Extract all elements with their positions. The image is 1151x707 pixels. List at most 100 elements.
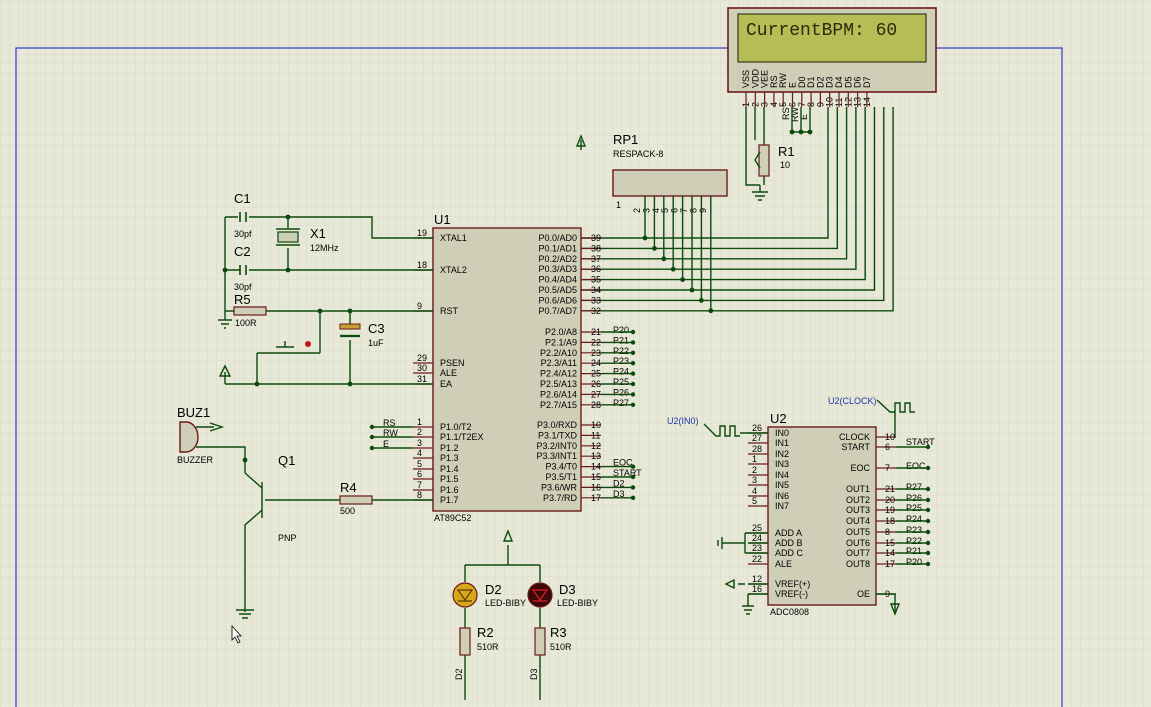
lcd-pin-d4: D4 (834, 76, 844, 88)
p0-wire (581, 107, 838, 250)
u1-pin-number: 23 (591, 348, 601, 358)
r1-potentiometer[interactable]: R1 10 (745, 107, 795, 201)
net-terminal (925, 465, 931, 471)
c1-value: 30pf (234, 229, 252, 239)
net-terminal (925, 540, 931, 546)
lcd-pin-d1: D1 (806, 76, 816, 88)
u2-pin-name: VREF(+) (775, 579, 810, 589)
u2-net-label: P26 (906, 493, 922, 503)
d2-value: LED-BIBY (485, 598, 526, 608)
u1-pin-name: P2.0/A8 (545, 327, 577, 337)
p0-wire (581, 107, 885, 302)
net-terminal (630, 485, 636, 490)
u1-p3-net-label: D2 (613, 478, 625, 488)
led-indicator-circuit[interactable]: D2 LED-BIBY D3 LED-BIBY R2 510R R3 510R … (452, 529, 598, 700)
lcd-pin-vee: VEE (760, 70, 770, 88)
u1-pin-name: P2.1/A9 (545, 337, 577, 347)
port0-bus-wires (581, 107, 894, 314)
reset-circuit[interactable]: R5 100R C3 1uF (218, 292, 433, 387)
u2-pin-name: VREF(-) (775, 589, 808, 599)
u1-pin-name: P0.0/AD0 (538, 233, 577, 243)
net-terminal (630, 402, 636, 407)
net-terminal (925, 550, 931, 556)
u2-pin-name: IN1 (775, 438, 789, 448)
x1-value: 12MHz (310, 243, 339, 253)
u2-pin-number: 16 (752, 584, 762, 594)
u2-pin-name: ADD B (775, 538, 803, 548)
mouse-pointer-icon (231, 624, 242, 644)
r1-value: 10 (780, 160, 790, 170)
r5-value: 100R (235, 318, 257, 328)
u2-pin-name: OUT4 (846, 516, 870, 526)
r2-ref: R2 (477, 625, 494, 640)
u2-pin-number: 8 (885, 527, 890, 537)
r1-ref: R1 (778, 144, 795, 159)
u2-pin-name: OUT1 (846, 484, 870, 494)
r3-ref: R3 (550, 625, 567, 640)
u1-pin-number: 29 (417, 353, 427, 363)
u1-pin-name: P0.4/AD4 (538, 275, 577, 285)
u1-pin-number: 39 (591, 233, 601, 243)
u2-pin-number: 7 (885, 463, 890, 473)
net-terminal (369, 445, 375, 451)
net-terminal (630, 381, 636, 387)
lcd-display[interactable]: CurrentBPM: 60 VSS1VDD2VEE3RS4RW5E6D07D1… (727, 7, 937, 107)
u1-pin-number: 25 (591, 369, 601, 379)
rp1-pin-number: 2 (632, 208, 642, 213)
rp1-pin-number: 9 (698, 208, 708, 213)
u1-pin-number: 30 (417, 363, 427, 373)
u2-pin-number: 26 (752, 423, 762, 433)
q1-value: PNP (278, 533, 297, 543)
u1-microcontroller[interactable]: U1 AT89C52 XTAL119XTAL218RST9PSEN29ALE30… (369, 212, 642, 523)
u1-pin-name: P0.6/AD6 (538, 295, 577, 305)
u1-p1-net-label: RW (383, 428, 398, 438)
u1-p2-net-label: P27 (613, 398, 629, 408)
p0-wire (581, 107, 866, 281)
lcd-pin-labels: VSS1VDD2VEE3RS4RW5E6D07D18D29D310D411D51… (741, 68, 872, 107)
u2-pin-number: 19 (885, 505, 895, 515)
p0-junction (699, 298, 704, 303)
u1-pin-name: P3.7/RD (543, 493, 578, 503)
net-terminal (630, 350, 636, 355)
u1-pin-number: 8 (417, 490, 422, 500)
lcd-pin-d5: D5 (843, 76, 853, 88)
u2-pin-name: IN4 (775, 470, 789, 480)
d2-net-label: D2 (454, 668, 464, 680)
u1-pin-name: XTAL2 (440, 265, 467, 275)
u1-p2-net-label: P21 (613, 335, 629, 345)
p0-junction (689, 287, 695, 293)
buzzer-driver-circuit[interactable]: BUZ1 BUZZER Q1 PNP R4 500 (177, 405, 433, 619)
u2-pin-name: IN0 (775, 428, 789, 438)
r3-value: 510R (550, 642, 572, 652)
p0-wire (581, 107, 894, 312)
u1-p2-net-label: P22 (613, 346, 629, 356)
u1-pin-number: 24 (591, 358, 601, 368)
u1-pin-number: 2 (417, 427, 422, 437)
crystal-oscillator-circuit[interactable]: C1 30pf C2 30pf X1 12MHz (222, 191, 433, 311)
net-terminal (369, 434, 375, 440)
rp1-pin-number: 4 (651, 208, 661, 213)
u2-net-label: EOC (906, 461, 926, 471)
u2-pin-number: 17 (885, 559, 895, 569)
u1-pin-name: P2.5/A13 (540, 379, 577, 389)
u1-part: AT89C52 (434, 513, 471, 523)
u1-pin-number: 28 (591, 400, 601, 410)
d2-ref: D2 (485, 582, 502, 597)
u1-pin-number: 22 (591, 337, 601, 347)
u2-adc[interactable]: U2 ADC0808 IN026IN127IN228IN31IN42IN53IN… (667, 396, 935, 617)
u1-pin-number: 37 (591, 254, 601, 264)
lcd-side-label-e: E (799, 114, 809, 120)
lcd-side-label-rw: RW (790, 107, 800, 122)
u2-pin-number: 20 (885, 495, 895, 505)
rp1-pin-number: 8 (688, 208, 698, 213)
u1-pin-number: 26 (591, 379, 601, 389)
r5-ref: R5 (234, 292, 251, 307)
u1-pin-number: 19 (417, 228, 427, 238)
u1-pin-number: 32 (591, 306, 601, 316)
sheet-border (15, 47, 1063, 707)
